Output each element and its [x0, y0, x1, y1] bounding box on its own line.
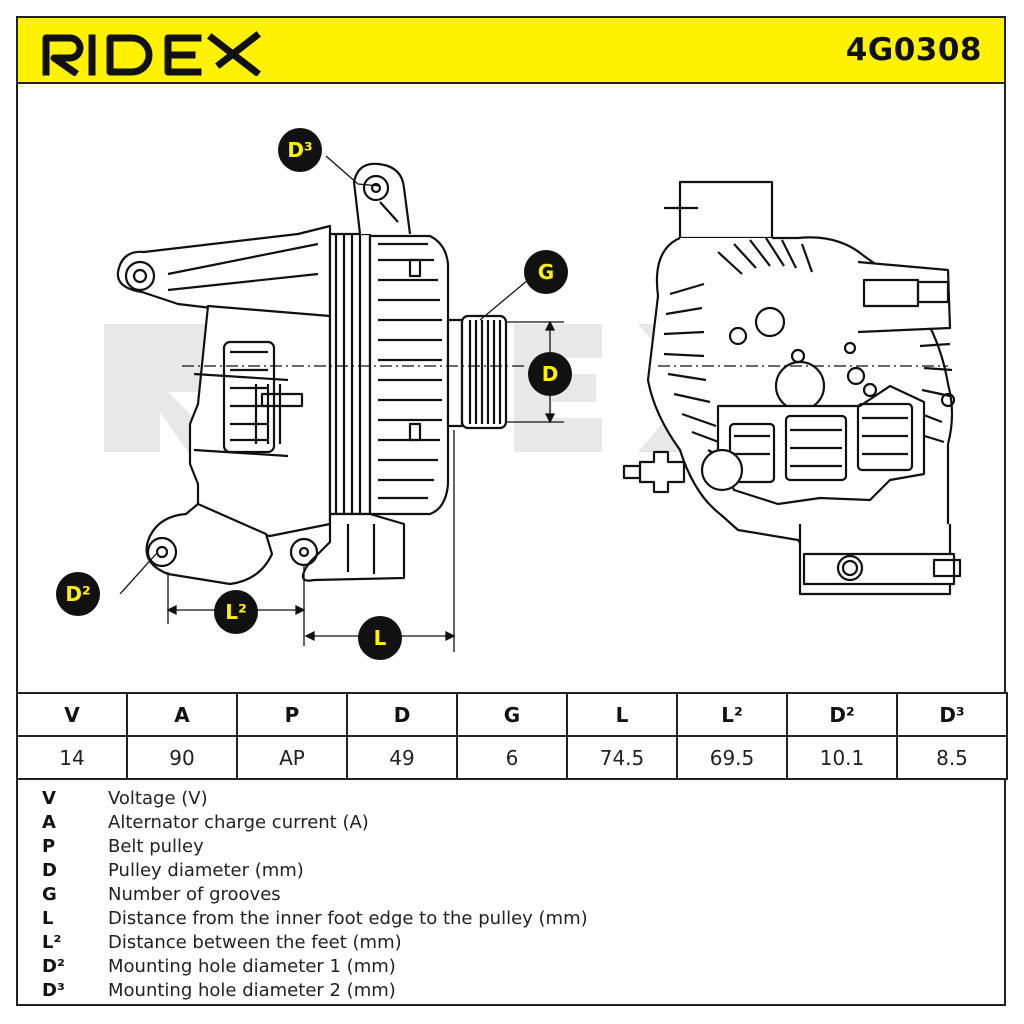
specs-header-row: V A P D G L L² D² D³: [16, 692, 1008, 737]
legend-desc: Number of grooves: [108, 884, 281, 905]
specs-value-a: 90: [126, 735, 238, 780]
header-bar: 4G0308: [16, 16, 1006, 84]
specs-value-d: 49: [346, 735, 458, 780]
legend-key: A: [42, 812, 56, 833]
label-d3: D³: [287, 138, 312, 162]
legend-row: L Distance from the inner foot edge to t…: [18, 908, 1004, 932]
part-number: 4G0308: [845, 32, 982, 68]
label-badge-l2: L²: [214, 590, 258, 634]
legend-key: D³: [42, 980, 65, 1001]
specs-header-d2: D²: [786, 692, 898, 737]
legend-key: D²: [42, 956, 65, 977]
label-d: D: [542, 362, 559, 386]
label-badge-d3: D³: [278, 128, 322, 172]
rear-view: [622, 180, 962, 596]
alternator-diagram: D³ G D D² L² L: [56, 128, 962, 660]
legend-row: P Belt pulley: [18, 836, 1004, 860]
legend-desc: Mounting hole diameter 1 (mm): [108, 956, 396, 977]
legend-row: L² Distance between the feet (mm): [18, 932, 1004, 956]
legend-desc: Mounting hole diameter 2 (mm): [108, 980, 396, 1001]
specs-table: V A P D G L L² D² D³ 14 90 AP 49 6 74.5 …: [16, 692, 1008, 780]
label-l: L: [374, 626, 387, 650]
legend-key: D: [42, 860, 57, 881]
specs-value-v: 14: [16, 735, 128, 780]
legend: V Voltage (V) A Alternator charge curren…: [16, 780, 1006, 1006]
label-badge-d2: D²: [56, 572, 100, 616]
side-view: [116, 162, 524, 586]
specs-value-d2: 10.1: [786, 735, 898, 780]
legend-desc: Distance between the feet (mm): [108, 932, 402, 953]
specs-value-row: 14 90 AP 49 6 74.5 69.5 10.1 8.5: [16, 735, 1008, 780]
legend-key: G: [42, 884, 57, 905]
legend-key: L²: [42, 932, 62, 953]
specs-value-d3: 8.5: [896, 735, 1008, 780]
ridex-logo: [42, 31, 261, 76]
specs-header-l2: L²: [676, 692, 788, 737]
legend-row: D³ Mounting hole diameter 2 (mm): [18, 980, 1004, 1004]
legend-row: A Alternator charge current (A): [18, 812, 1004, 836]
label-badge-g: G: [524, 250, 568, 294]
legend-desc: Distance from the inner foot edge to the…: [108, 908, 588, 929]
specs-value-g: 6: [456, 735, 568, 780]
legend-row: D Pulley diameter (mm): [18, 860, 1004, 884]
legend-desc: Belt pulley: [108, 836, 204, 857]
legend-row: V Voltage (V): [18, 788, 1004, 812]
legend-row: G Number of grooves: [18, 884, 1004, 908]
specs-value-p: AP: [236, 735, 348, 780]
specs-header-g: G: [456, 692, 568, 737]
legend-key: V: [42, 788, 56, 809]
legend-key: L: [42, 908, 54, 929]
specs-header-d: D: [346, 692, 458, 737]
dimension-lines: [119, 155, 564, 652]
label-l2: L²: [225, 600, 247, 624]
specs-header-v: V: [16, 692, 128, 737]
legend-desc: Alternator charge current (A): [108, 812, 369, 833]
legend-desc: Voltage (V): [108, 788, 208, 809]
specs-value-l: 74.5: [566, 735, 678, 780]
specs-header-d3: D³: [896, 692, 1008, 737]
legend-row: D² Mounting hole diameter 1 (mm): [18, 956, 1004, 980]
specs-header-a: A: [126, 692, 238, 737]
specs-header-l: L: [566, 692, 678, 737]
label-d2: D²: [65, 582, 90, 606]
specs-value-l2: 69.5: [676, 735, 788, 780]
label-badge-l: L: [358, 616, 402, 660]
legend-desc: Pulley diameter (mm): [108, 860, 304, 881]
label-g: G: [538, 260, 554, 284]
specs-header-p: P: [236, 692, 348, 737]
technical-drawing: D³ G D D² L² L: [16, 84, 1006, 692]
label-badge-d: D: [528, 352, 572, 396]
legend-key: P: [42, 836, 56, 857]
